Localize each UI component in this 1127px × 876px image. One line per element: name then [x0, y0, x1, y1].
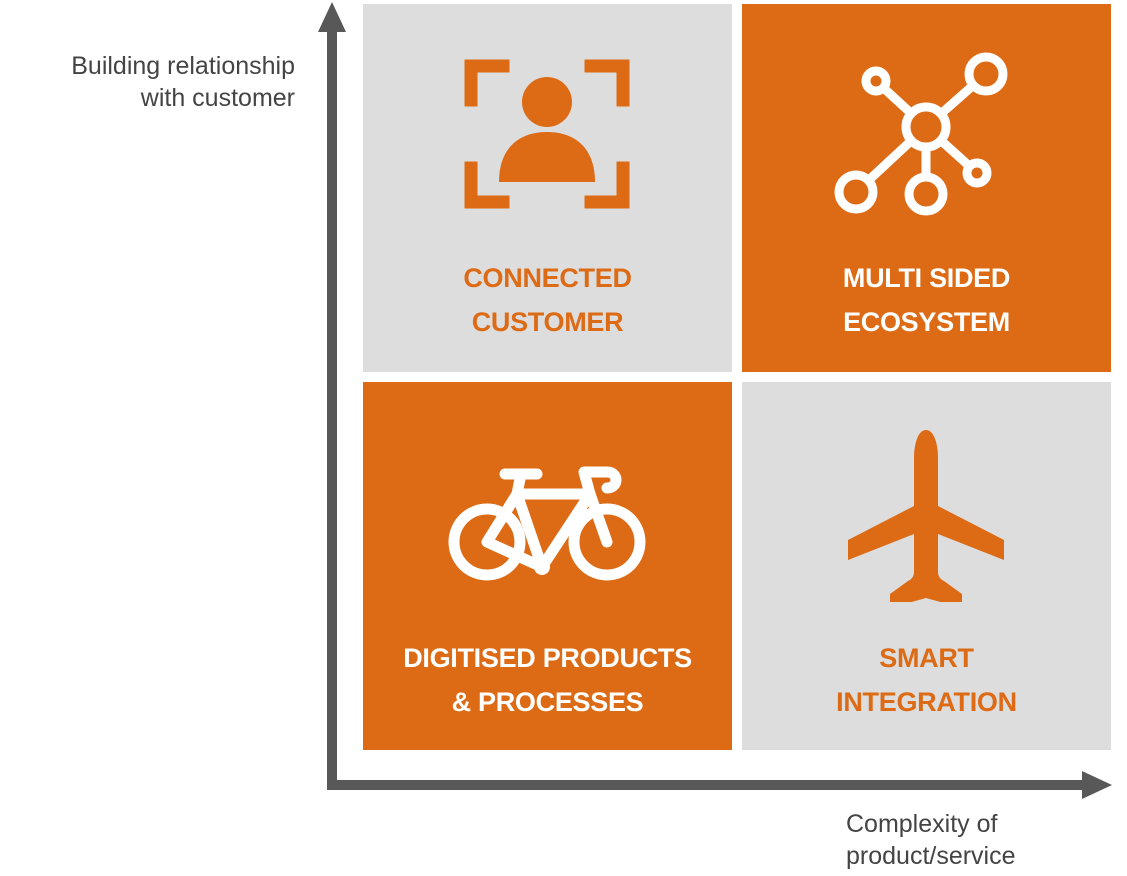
quadrant-smart-integration: SMART INTEGRATION — [742, 382, 1111, 750]
quadrant-title: SMART INTEGRATION — [836, 643, 1017, 717]
bicycle-icon — [448, 466, 646, 581]
quadrant-title: CONNECTED CUSTOMER — [463, 263, 632, 337]
person-scan-icon — [464, 59, 630, 209]
network-nodes-icon — [834, 52, 1008, 216]
x-axis-line — [327, 780, 1087, 790]
quadrant-title: MULTI SIDED ECOSYSTEM — [842, 263, 1011, 337]
quadrant-connected-customer: CONNECTED CUSTOMER — [363, 4, 732, 372]
y-axis-label: Building relationship with customer — [71, 52, 295, 112]
x-axis-arrowhead — [1082, 771, 1112, 799]
quadrant-multi-sided-ecosystem: MULTI SIDED ECOSYSTEM — [742, 4, 1111, 372]
y-axis-arrowhead — [318, 2, 346, 32]
x-axis-label: Complexity of product/service — [846, 810, 1016, 870]
quadrant-digitised-products-processes: DIGITISED PRODUCTS & PROCESSES — [363, 382, 732, 750]
airplane-icon — [848, 430, 1004, 602]
quadrant-title: DIGITISED PRODUCTS & PROCESSES — [403, 643, 692, 717]
y-axis-line — [327, 28, 337, 790]
